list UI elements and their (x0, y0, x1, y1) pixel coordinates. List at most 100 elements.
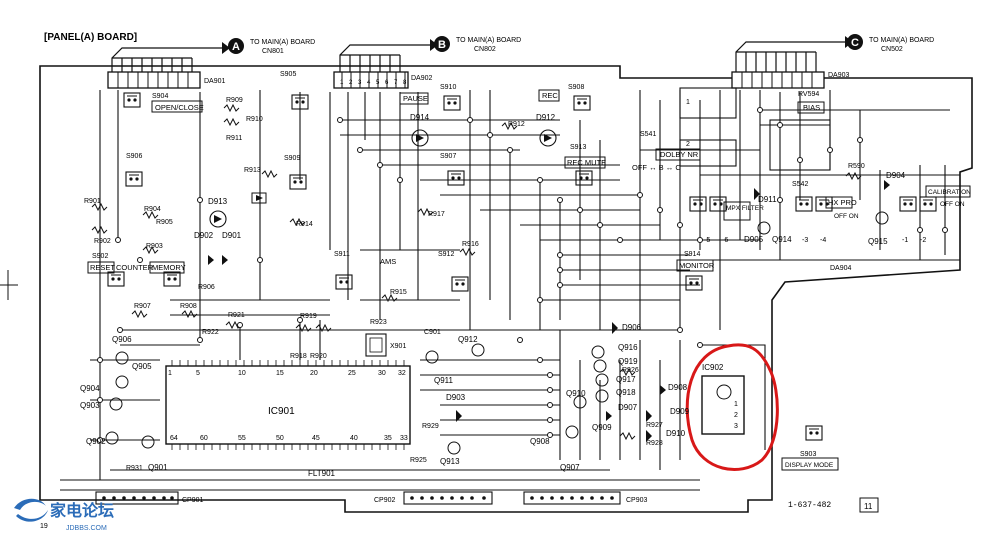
label-refs-q916: Q916 (618, 343, 638, 352)
label-refs-d907: D907 (618, 403, 638, 412)
label-refs-d910: D910 (666, 429, 686, 438)
label-hx-pro: HX PRO (828, 198, 857, 207)
label-refs-r903: R903 (146, 243, 163, 250)
watermark-logo-icon (14, 498, 48, 522)
label-pins-ic902-2: 3 (734, 423, 738, 430)
label-refs-r912: R912 (508, 121, 525, 128)
board-title: [PANEL(A) BOARD] (44, 32, 137, 43)
label-refs-q909: Q909 (592, 423, 612, 432)
label-refs-ic902: IC902 (702, 363, 724, 372)
label-pins-da902-2: 3 (358, 80, 362, 86)
label-pins-ic_bottom-3: 50 (276, 435, 284, 442)
label-refs-r907: R907 (134, 303, 151, 310)
label-pins-ic_top-0: 1 (168, 370, 172, 377)
label-refs-r906: R906 (198, 284, 215, 291)
label-hx-states: OFF ON (834, 213, 859, 220)
label-open-close: OPEN/CLOSE (155, 103, 204, 112)
label-refs-r926: R926 (622, 367, 639, 374)
label-refs-q906: Q906 (112, 335, 132, 344)
label-refs-cp902: CP902 (374, 497, 396, 504)
connector-a-letter: A (232, 41, 240, 53)
label-refs-s902: S902 (92, 253, 108, 260)
label-refs-q915: Q915 (868, 237, 888, 246)
s541-body-2 (679, 139, 737, 167)
label-pins-s542-4: -1 (902, 237, 908, 244)
label-pins-s542-5: -2 (920, 237, 926, 244)
connector-b-icon (434, 36, 450, 52)
crystal-x901 (365, 333, 387, 357)
label-pins-ic_bottom-4: 45 (312, 435, 320, 442)
label-refs-rv594: RV594 (798, 91, 819, 98)
label-pins-ic902-1: 2 (734, 412, 738, 419)
connector-c-letter: C (851, 37, 859, 49)
label-rec: REC (542, 91, 558, 100)
label-pins-da902-7: 8 (403, 80, 407, 86)
header-label-da902: DA902 (411, 75, 433, 82)
label-refs-d909: D909 (670, 407, 690, 416)
connector-b-line1: TO MAIN(A) BOARD (456, 37, 521, 44)
connector-b-line2: CN802 (474, 46, 496, 53)
s542-body (769, 119, 831, 171)
label-refs-s913: S913 (570, 144, 586, 151)
label-refs-q914: Q914 (772, 235, 792, 244)
label-refs-d903: D903 (446, 393, 466, 402)
label-refs-r590: R590 (848, 163, 865, 170)
label-monitor: MONITOR (679, 261, 715, 270)
label-refs-c901: C901 (424, 329, 441, 336)
label-refs-r913: R913 (244, 167, 261, 174)
label-refs-s908: S908 (568, 84, 584, 91)
label-refs-flt901: FLT901 (308, 469, 336, 478)
label-pins-ic_top-5: 25 (348, 370, 356, 377)
label-refs-q903: Q903 (80, 401, 100, 410)
page-mark: 11 (864, 502, 873, 511)
part-number: 1-637-482 (788, 501, 831, 510)
connector-a-icon (228, 38, 244, 54)
label-refs-s909: S909 (284, 155, 300, 162)
label-refs-d904: D904 (886, 171, 906, 180)
label-refs-s905: S905 (280, 71, 296, 78)
label-refs-s904: S904 (152, 93, 168, 100)
label-refs-r923: R923 (370, 319, 387, 326)
label-rec-mute: REC MUTE (567, 158, 606, 167)
label-refs-d912: D912 (536, 113, 556, 122)
label-dolby-positions: OFF ↔ B ↔ C (632, 163, 681, 172)
label-refs-cp903: CP903 (626, 497, 648, 504)
label-pins-s542-2: -3 (802, 237, 808, 244)
connector-c-icon (847, 34, 863, 50)
label-refs-q918: Q918 (616, 388, 636, 397)
label-pins-s541-0: 1 (686, 99, 690, 106)
label-refs-r909: R909 (226, 97, 243, 104)
label-refs-d911: D911 (758, 195, 777, 204)
label-cal-states: OFF ON (940, 201, 965, 208)
header-label-da904: DA904 (830, 265, 852, 272)
label-refs-q901: Q901 (148, 463, 168, 472)
cp903-body (523, 491, 621, 505)
label-refs-s542: S542 (792, 181, 808, 188)
label-calibration: CALIBRATION (928, 189, 971, 196)
label-refs-d906: D906 (622, 323, 642, 332)
label-refs-q905: Q905 (132, 362, 152, 371)
connector-b-letter: B (438, 39, 446, 51)
label-pins-da902-1: 2 (349, 80, 353, 86)
label-refs-r917: R917 (428, 211, 445, 218)
label-refs-r908: R908 (180, 303, 197, 310)
watermark-en: JDBBS.COM (66, 525, 107, 532)
label-refs-d913: D913 (208, 197, 228, 206)
label-refs-r928: R928 (646, 440, 663, 447)
header-da903 (731, 71, 825, 89)
label-refs-s911: S911 (334, 251, 350, 258)
label-refs-d905: D905 (744, 235, 764, 244)
label-refs-r915: R915 (390, 289, 407, 296)
label-refs-d908: D908 (668, 383, 688, 392)
label-refs-r902: R902 (94, 238, 111, 245)
label-pins-s542-1: -6 (722, 237, 728, 244)
label-refs-s910: S910 (440, 84, 456, 91)
connector-a-line2: CN801 (262, 48, 284, 55)
label-pins-s542-0: -5 (704, 237, 710, 244)
label-refs-s906: S906 (126, 153, 142, 160)
label-refs-r927: R927 (646, 422, 663, 429)
label-pins-ic_bottom-5: 40 (350, 435, 358, 442)
label-refs-cp901: CP901 (182, 497, 204, 504)
